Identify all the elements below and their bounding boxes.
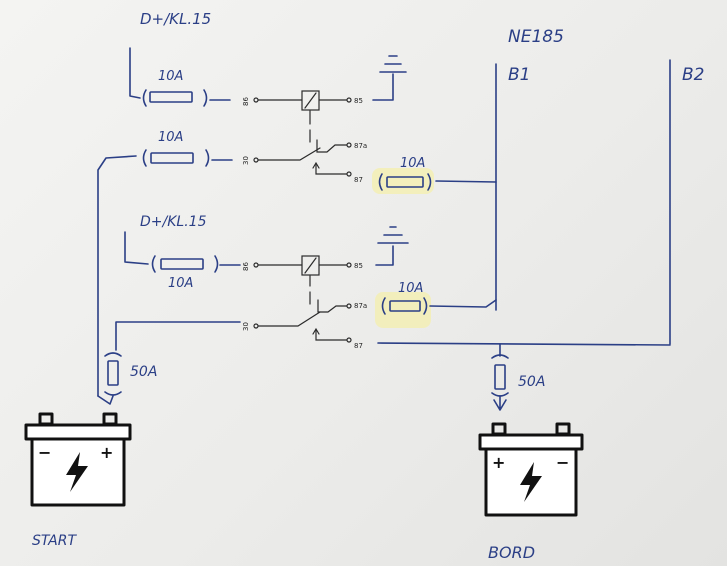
- relay-1-pin-85: 85: [354, 97, 363, 105]
- wire-fuse5-to-b1: [429, 299, 497, 308]
- wire-d-to-fuse4: [124, 231, 149, 265]
- label-b2: B2: [682, 65, 704, 85]
- relay-2-pin-87: 87: [354, 342, 363, 350]
- battery-start-icon: − +: [24, 412, 132, 507]
- relay-1-pin-30: 30: [242, 156, 250, 165]
- wire-fuse7-to-battery: [493, 395, 507, 411]
- fuse-3: 10A: [378, 156, 432, 191]
- label-d-kl15-top: D+/KL.15: [140, 10, 211, 28]
- fuse-2-label: 10A: [158, 130, 183, 145]
- fuse-6: 50A: [104, 352, 157, 396]
- wire-87-to-b2: [377, 342, 671, 346]
- fuse-3-label: 10A: [400, 156, 425, 171]
- wire-85-ground-1: [372, 73, 394, 101]
- fuse-2: 10A: [142, 130, 210, 167]
- wire-start-feed: [97, 155, 137, 397]
- relay-1-pin-87a: 87a: [354, 142, 367, 150]
- label-start: START: [32, 533, 77, 549]
- wire-d-to-fuse1: [129, 47, 141, 99]
- fuse-1-label: 10A: [158, 69, 183, 84]
- ground-icon-2: [377, 226, 409, 244]
- label-bord: BORD: [488, 543, 535, 562]
- wire-start-to-30: [115, 321, 241, 351]
- fuse-7-label: 50A: [518, 374, 545, 390]
- relay-2-pin-30: 30: [242, 322, 250, 331]
- svg-text:−: −: [38, 443, 51, 462]
- label-ne185: NE185: [508, 27, 564, 47]
- battery-bord-icon: + −: [478, 422, 584, 517]
- relay-1-pin-87: 87: [354, 176, 363, 184]
- fuse-4: 10A: [151, 255, 219, 291]
- fuse-5: 10A: [381, 281, 428, 315]
- fuse-5-label: 10A: [398, 281, 423, 296]
- label-b1: B1: [508, 65, 530, 85]
- svg-text:−: −: [556, 453, 569, 472]
- label-d-kl15-mid: D+/KL.15: [140, 214, 207, 230]
- wire-fuse6-to-battery: [97, 395, 114, 405]
- relay-2-pin-86: 86: [242, 262, 250, 271]
- ground-icon-1: [379, 55, 407, 73]
- fuse-1: 10A: [142, 69, 208, 107]
- relay-1-pin-86: 86: [242, 97, 250, 106]
- fuse-6-label: 50A: [130, 364, 157, 380]
- wire-fuse3-to-b1: [435, 180, 497, 183]
- svg-text:+: +: [492, 453, 505, 472]
- fuse-7: 50A: [491, 354, 545, 397]
- svg-text:+: +: [100, 443, 113, 462]
- fuse-4-label: 10A: [168, 276, 193, 291]
- relay-2-pin-85: 85: [354, 262, 363, 270]
- relay-2: 86 85 30 87a 87: [242, 255, 367, 350]
- relay-2-pin-87a: 87a: [354, 302, 367, 310]
- wire-85-ground-2: [375, 245, 394, 266]
- relay-1: 86 85 30 87a 87: [242, 90, 367, 184]
